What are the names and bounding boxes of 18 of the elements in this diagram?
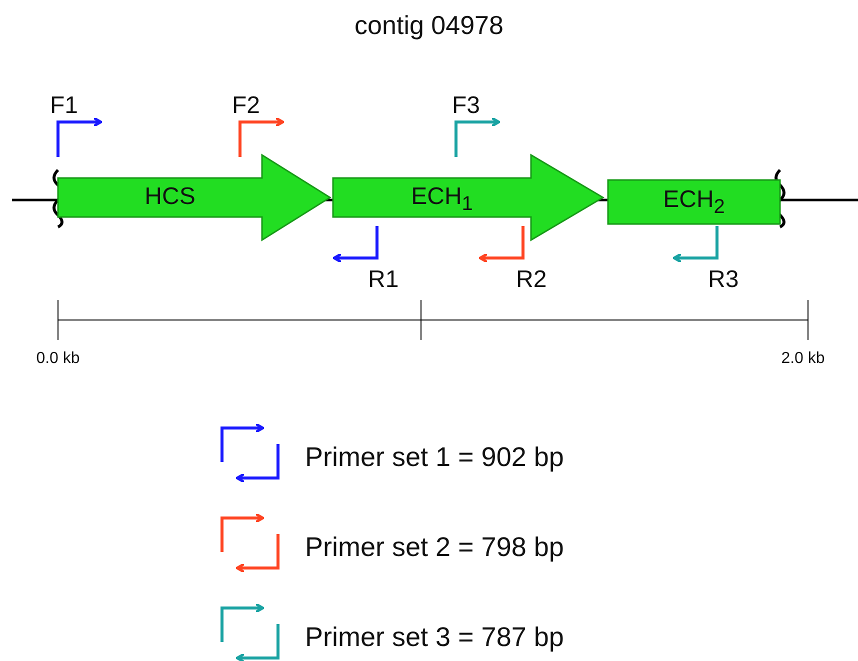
legend-text: Primer set 1 = 902 bp (305, 442, 564, 473)
gene-segment (58, 155, 330, 240)
gene-label: ECH$_{1}$ (411, 183, 473, 216)
primer-label: R3 (708, 266, 739, 294)
primer-label: R1 (368, 266, 399, 294)
gene-block (608, 180, 780, 224)
gene-label: ECH$_{2}$ (663, 186, 725, 219)
primer-label: F1 (50, 92, 78, 120)
gene-segment (333, 155, 603, 240)
primer-label: F3 (452, 92, 480, 120)
diagram-title: contig 04978 (354, 10, 504, 41)
primer-label: F2 (232, 92, 260, 120)
legend-text: Primer set 2 = 798 bp (305, 532, 564, 563)
scale-label: 2.0 kb (781, 350, 825, 368)
primer-label: R2 (516, 266, 547, 294)
gene-label: HCS (144, 183, 196, 211)
scale-label: 0.0 kb (36, 350, 80, 368)
legend-text: Primer set 3 = 787 bp (305, 622, 564, 653)
